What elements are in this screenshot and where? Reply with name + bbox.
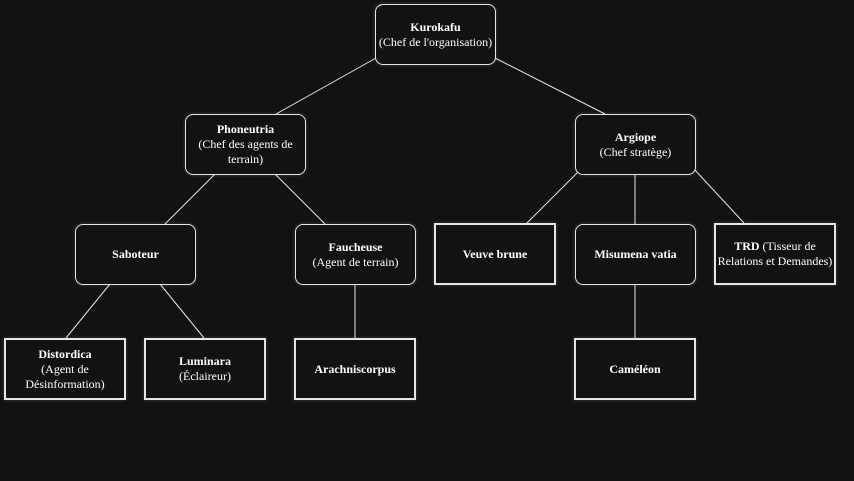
node-role: (Chef de l'organisation): [378, 34, 493, 49]
node-name: TRD: [734, 239, 760, 253]
node-name: Veuve brune: [462, 246, 528, 261]
node-argiope[interactable]: Argiope (Chef stratège): [575, 114, 696, 175]
node-phoneutria[interactable]: Phoneutria (Chef des agents de terrain): [185, 114, 306, 175]
node-misumena-vatia[interactable]: Misumena vatia: [575, 224, 696, 285]
node-distordica[interactable]: Distordica (Agent de Désinformation): [4, 338, 126, 400]
node-name: Misumena vatia: [594, 247, 677, 261]
node-trd[interactable]: TRD (Tisseur de Relations et Demandes): [714, 223, 836, 285]
node-name: Caméléon: [609, 361, 661, 376]
node-arachniscorpus[interactable]: Arachniscorpus: [294, 338, 416, 400]
node-role: (Agent de Désinformation): [25, 361, 105, 391]
node-saboteur[interactable]: Saboteur: [75, 224, 196, 285]
edge-saboteur-luminara: [159, 283, 205, 339]
node-label: TRD (Tisseur de Relations et Demandes): [716, 239, 834, 269]
node-kurokafu[interactable]: Kurokafu (Chef de l'organisation): [375, 4, 496, 65]
node-name: Luminara: [178, 354, 231, 368]
node-role: (Agent de terrain): [312, 254, 399, 269]
node-faucheuse[interactable]: Faucheuse (Agent de terrain): [295, 224, 416, 285]
node-name: Distordica: [38, 346, 92, 361]
node-luminara[interactable]: Luminara (Éclaireur): [144, 338, 266, 400]
node-name: Arachniscorpus: [314, 361, 396, 376]
edge-phoneutria-saboteur: [164, 173, 216, 225]
edge-argiope-veuve-brune: [526, 171, 579, 224]
node-name: Faucheuse: [328, 239, 383, 254]
node-role: (Chef des agents de terrain): [198, 137, 293, 166]
node-name: Argiope: [614, 129, 657, 144]
node-role: (Éclaireur): [179, 369, 231, 383]
edge-kurokafu-phoneutria: [275, 57, 377, 115]
node-cameleon[interactable]: Caméléon: [574, 338, 696, 400]
node-name: Phoneutria: [216, 122, 275, 136]
edge-argiope-trd: [693, 168, 745, 224]
edge-saboteur-distordica: [65, 283, 111, 339]
node-role: (Tisseur de Relations et Demandes): [717, 239, 833, 268]
node-name: Saboteur: [112, 247, 159, 261]
node-name: Kurokafu: [410, 19, 461, 34]
node-veuve-brune[interactable]: Veuve brune: [434, 223, 556, 285]
edge-phoneutria-faucheuse: [274, 173, 326, 225]
node-role: (Chef stratège): [599, 144, 672, 159]
edge-kurokafu-argiope: [494, 57, 606, 115]
